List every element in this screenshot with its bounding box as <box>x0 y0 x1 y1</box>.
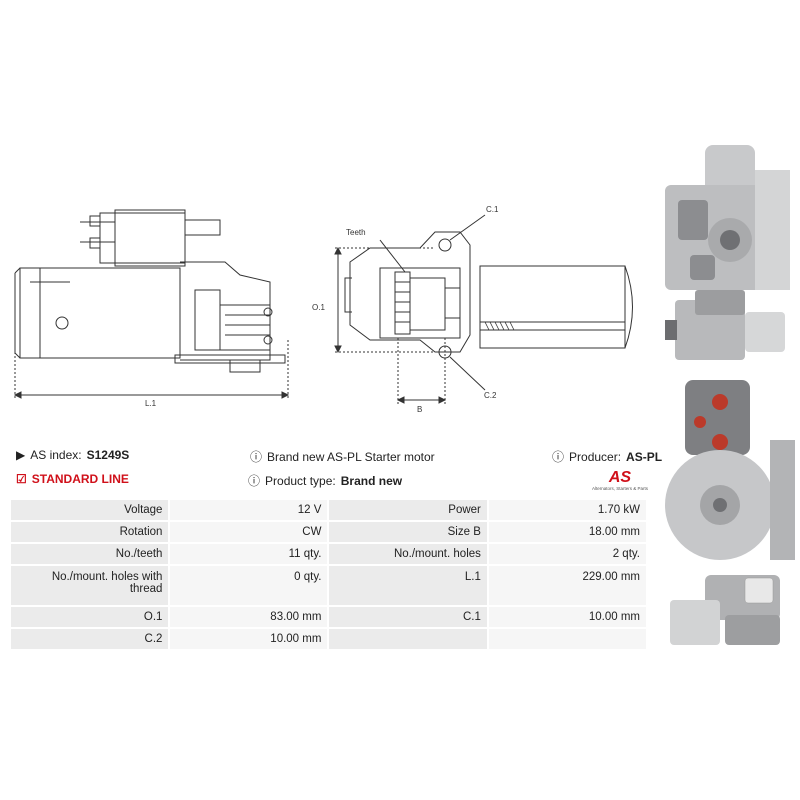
spec-value: 0 qty. <box>168 564 330 607</box>
spec-label <box>327 627 489 651</box>
spec-label: No./mount. holes <box>327 542 489 566</box>
spec-value: 83.00 mm <box>168 605 330 629</box>
checkbox-icon: ☑ <box>16 472 27 486</box>
standard-line-text: STANDARD LINE <box>31 472 129 486</box>
as-pl-logo: AS Alternators, Starters & Parts <box>588 470 652 496</box>
dim-c1-label: C.1 <box>486 205 499 214</box>
info-icon: ⓘ <box>248 474 261 488</box>
product-photos <box>665 145 795 645</box>
photo-terminal-view <box>665 380 795 560</box>
spec-value: 2 qty. <box>486 542 649 566</box>
photo-end-view <box>665 145 790 290</box>
table-row: No./teeth 11 qty. No./mount. holes 2 qty… <box>8 542 649 566</box>
spec-label: Size B <box>327 520 489 544</box>
dim-c2-label: C.2 <box>484 391 497 400</box>
product-type: ⓘ Product type: Brand new <box>248 472 402 489</box>
table-row: Voltage 12 V Power 1.70 kW <box>8 498 649 522</box>
spec-label: L.1 <box>327 564 489 607</box>
spec-label: Voltage <box>8 498 171 522</box>
spec-value: 12 V <box>168 498 330 522</box>
table-row: O.1 83.00 mm C.1 10.00 mm <box>8 605 649 629</box>
spec-value: 11 qty. <box>168 542 330 566</box>
as-index: ▶ AS index: S1249S <box>16 448 129 462</box>
spec-value: CW <box>168 520 330 544</box>
table-row: C.2 10.00 mm <box>8 627 649 651</box>
as-index-value: S1249S <box>86 448 130 462</box>
producer: ⓘ Producer: AS-PL <box>552 448 662 465</box>
spec-label: No./teeth <box>8 542 171 566</box>
spec-value: 10.00 mm <box>168 627 330 651</box>
spec-table: Voltage 12 V Power 1.70 kW Rotation CW S… <box>8 498 649 651</box>
description: ⓘ Brand new AS-PL Starter motor <box>250 448 435 465</box>
producer-label: Producer: <box>569 449 622 464</box>
spec-label: Power <box>327 498 489 522</box>
product-type-label: Product type: <box>265 473 336 488</box>
product-type-value: Brand new <box>340 473 403 488</box>
producer-value: AS-PL <box>626 449 663 464</box>
info-icon: ⓘ <box>552 450 565 464</box>
spec-label: Rotation <box>8 520 171 544</box>
description-text: Brand new AS-PL Starter motor <box>267 449 435 464</box>
spec-value: 18.00 mm <box>486 520 649 544</box>
info-icon: ⓘ <box>250 450 263 464</box>
spec-label: C.1 <box>327 605 489 629</box>
side-view-drawing: L.1 <box>13 209 290 408</box>
front-view-drawing: O.1 C.1 C.2 B Teeth <box>312 205 633 414</box>
spec-value: 229.00 mm <box>486 564 649 607</box>
spec-value <box>486 627 649 651</box>
tag-icon: ▶ <box>16 448 26 462</box>
logo-mark: AS <box>608 469 632 486</box>
teeth-label: Teeth <box>346 228 366 237</box>
table-row: No./mount. holes with thread 0 qty. L.1 … <box>8 564 649 607</box>
photo-side-view <box>665 290 785 360</box>
spec-value: 10.00 mm <box>486 605 649 629</box>
spec-label: No./mount. holes with thread <box>8 564 171 607</box>
logo-tagline: Alternators, Starters & Parts <box>591 486 649 491</box>
spec-label: O.1 <box>8 605 171 629</box>
standard-line: ☑ STANDARD LINE <box>16 472 129 486</box>
table-row: Rotation CW Size B 18.00 mm <box>8 520 649 544</box>
spec-value: 1.70 kW <box>486 498 649 522</box>
dim-o1-label: O.1 <box>312 303 325 312</box>
dim-l1-label: L.1 <box>145 399 157 408</box>
spec-label: C.2 <box>8 627 171 651</box>
photo-diagonal-view <box>670 575 780 645</box>
as-index-label: AS index: <box>30 448 82 462</box>
dim-b-label: B <box>417 405 422 414</box>
